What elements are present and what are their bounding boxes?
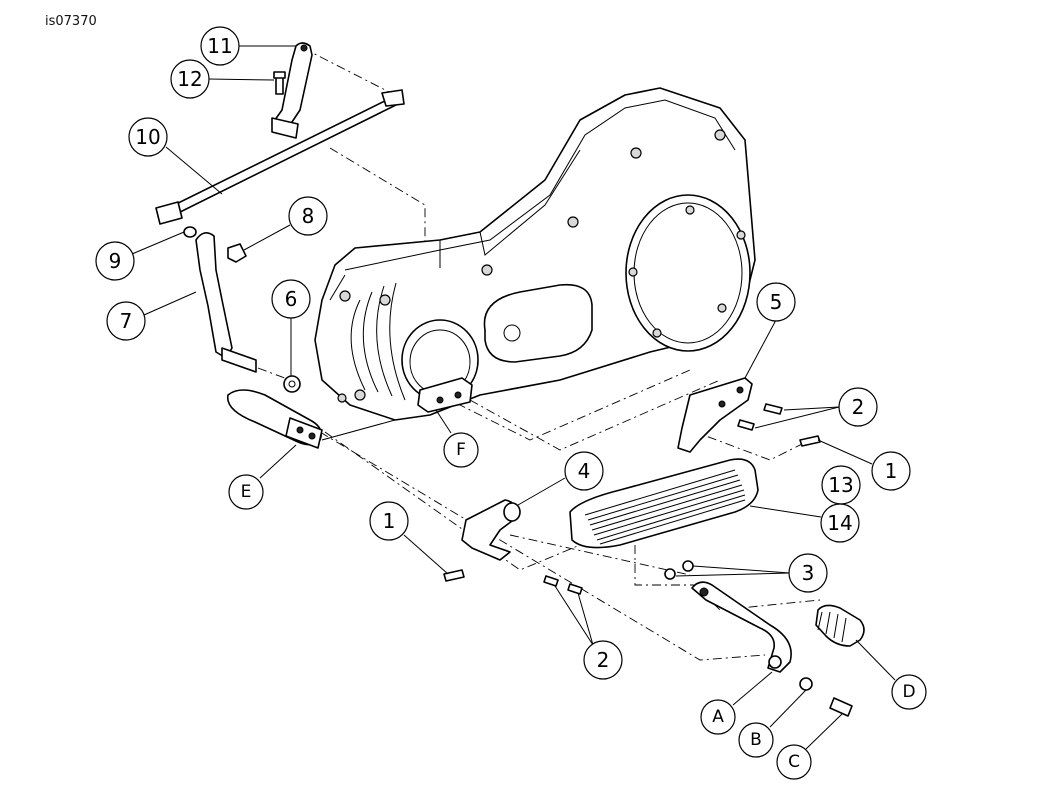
svg-text:8: 8	[302, 204, 315, 228]
svg-text:4: 4	[578, 459, 591, 483]
svg-text:B: B	[750, 730, 762, 750]
svg-text:D: D	[902, 682, 915, 702]
callout-c: C	[776, 744, 812, 780]
shift-lever-a-assembly	[691, 581, 865, 717]
callout-d: D	[891, 674, 927, 710]
svg-text:7: 7	[120, 309, 133, 333]
callout-5: 5	[756, 282, 796, 322]
shift-lever-11	[271, 42, 313, 139]
lever-7-assembly	[183, 226, 301, 393]
callout-4: 4	[564, 451, 604, 491]
shift-rod-10	[155, 89, 405, 225]
heel-shift-lever-e	[226, 389, 396, 449]
callout-e: E	[228, 474, 264, 510]
svg-text:C: C	[788, 752, 800, 772]
shift-lever-mount-f	[417, 377, 473, 413]
svg-text:11: 11	[207, 34, 232, 58]
svg-text:10: 10	[135, 125, 160, 149]
primary-cover	[314, 87, 756, 421]
svg-text:12: 12	[177, 67, 202, 91]
svg-text:2: 2	[597, 648, 610, 672]
callout-14: 14	[820, 503, 860, 543]
floorboard-14	[569, 458, 759, 549]
svg-text:F: F	[456, 440, 466, 460]
svg-text:3: 3	[802, 561, 815, 585]
callout-11: 11	[200, 26, 240, 66]
callout-f: F	[443, 432, 479, 468]
svg-text:13: 13	[828, 473, 853, 497]
callout-6: 6	[271, 279, 311, 319]
nuts-3	[664, 560, 694, 580]
callout-13: 13	[821, 465, 861, 505]
svg-text:2: 2	[852, 395, 865, 419]
svg-text:5: 5	[770, 290, 783, 314]
svg-text:6: 6	[285, 287, 298, 311]
svg-text:1: 1	[383, 509, 396, 533]
svg-text:A: A	[712, 707, 724, 727]
callout-9: 9	[95, 241, 135, 281]
bracket-5	[677, 377, 821, 453]
svg-text:1: 1	[885, 459, 898, 483]
callout-1-right: 1	[871, 451, 911, 491]
callout-7: 7	[106, 301, 146, 341]
callout-a: A	[700, 699, 736, 735]
diagram-id-label: is07370	[45, 14, 97, 29]
callout-3: 3	[788, 553, 828, 593]
callout-b: B	[738, 722, 774, 758]
callout-2-upper: 2	[838, 387, 878, 427]
callout-10: 10	[128, 117, 168, 157]
callout-8: 8	[288, 196, 328, 236]
svg-text:E: E	[241, 482, 252, 502]
svg-text:9: 9	[109, 249, 122, 273]
callout-2-lower: 2	[583, 640, 623, 680]
leader-lines	[131, 45, 896, 750]
svg-text:14: 14	[827, 511, 852, 535]
callout-12: 12	[170, 59, 210, 99]
bracket-4	[443, 499, 583, 595]
callout-1-left: 1	[369, 501, 409, 541]
